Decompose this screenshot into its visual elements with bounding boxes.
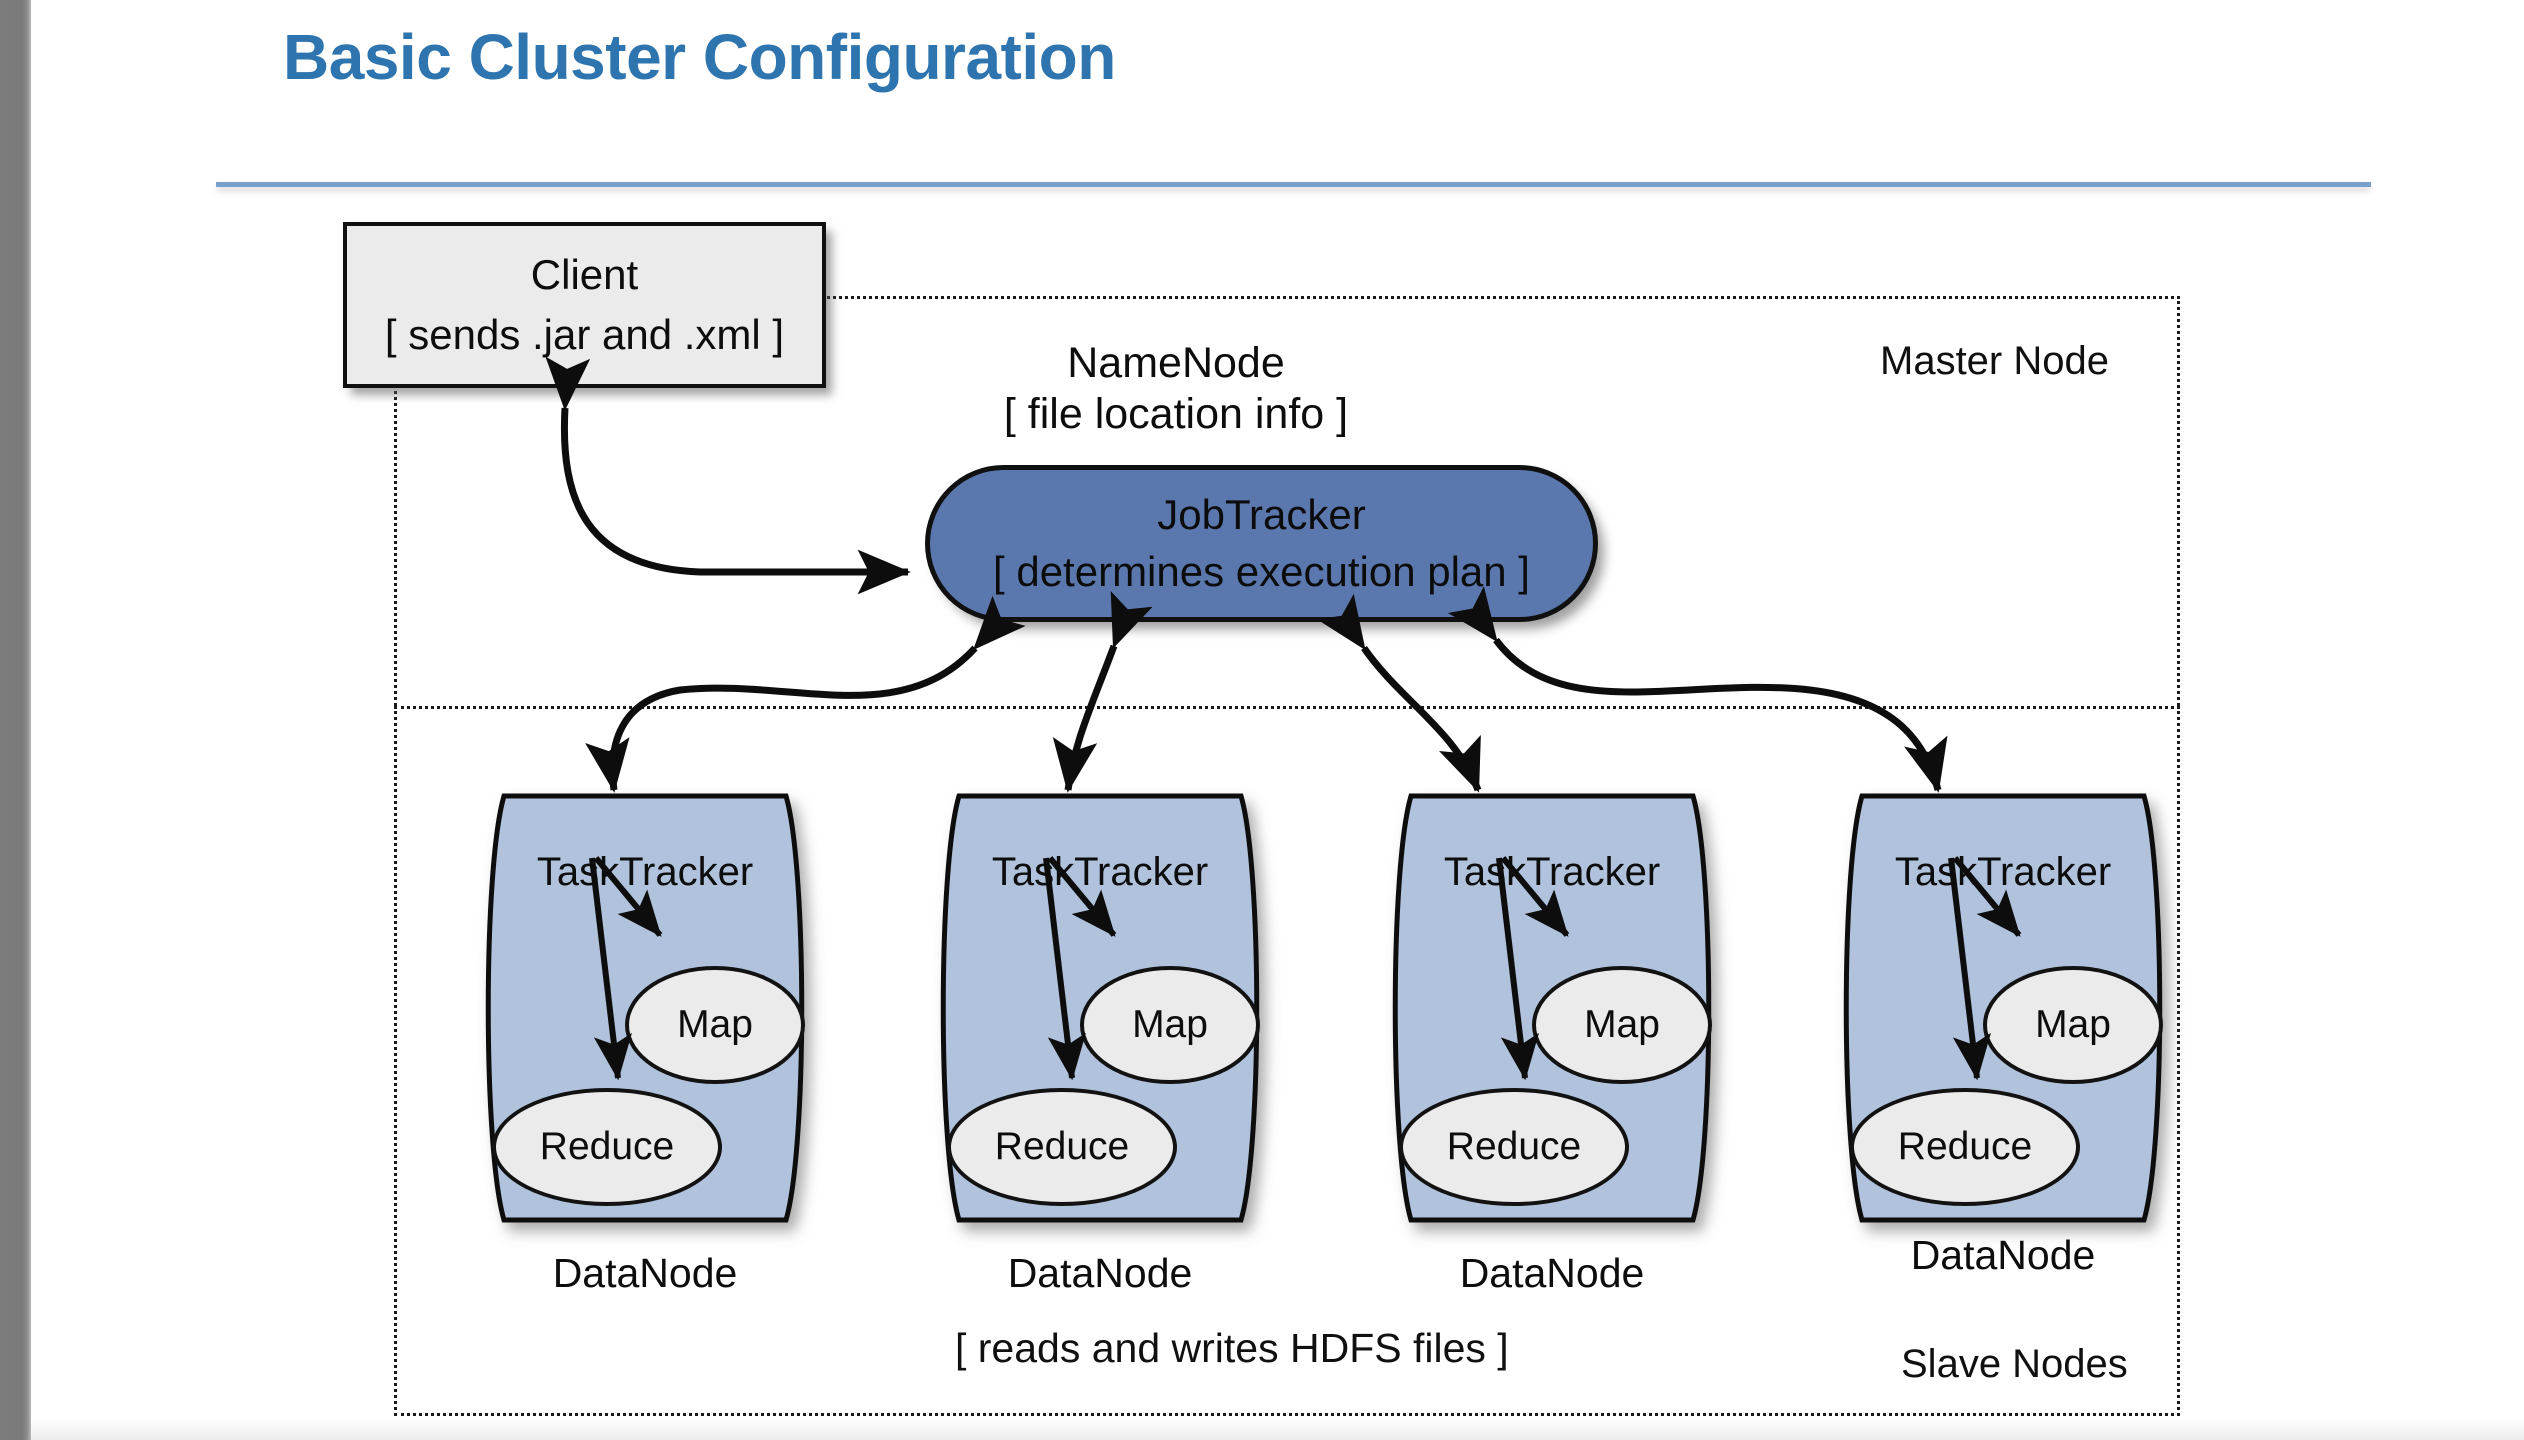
datanode-block[interactable]: TaskTracker Map Reduce DataNode [1377, 788, 1727, 1296]
map-task-ellipse[interactable]: Map [1983, 966, 2163, 1084]
client-node-box[interactable]: Client [ sends .jar and .xml ] [343, 222, 826, 388]
slave-nodes-region [394, 706, 2180, 1416]
hdfs-note-label: [ reads and writes HDFS files ] [955, 1325, 1509, 1371]
datanode-block[interactable]: TaskTracker Map Reduce DataNode [925, 788, 1275, 1296]
master-node-region [394, 296, 2180, 706]
datanode-block[interactable]: TaskTracker Map Reduce DataNode [470, 788, 820, 1296]
reduce-task-ellipse[interactable]: Reduce [1850, 1088, 2080, 1206]
page-title: Basic Cluster Configuration [283, 21, 1116, 93]
slave-nodes-region-label: Slave Nodes [1901, 1342, 2128, 1386]
map-task-ellipse[interactable]: Map [1080, 966, 1260, 1084]
datanode-label: DataNode [1007, 1250, 1193, 1296]
master-node-region-label: Master Node [1880, 339, 2109, 383]
namenode-caption: NameNode [ file location info ] [876, 338, 1476, 439]
title-divider-rule [216, 182, 2371, 187]
bottom-strip [31, 1418, 2524, 1440]
map-task-ellipse[interactable]: Map [625, 966, 805, 1084]
datanode-label: DataNode [552, 1250, 738, 1296]
datanode-label: DataNode [1459, 1250, 1645, 1296]
datanode-label: DataNode [1910, 1232, 2096, 1278]
client-subtitle: [ sends .jar and .xml ] [384, 311, 785, 358]
jobtracker-title: JobTracker [1157, 491, 1366, 539]
reduce-task-ellipse[interactable]: Reduce [492, 1088, 722, 1206]
left-gutter-strip [0, 0, 31, 1440]
reduce-task-ellipse[interactable]: Reduce [947, 1088, 1177, 1206]
jobtracker-node[interactable]: JobTracker [ determines execution plan ] [925, 465, 1598, 622]
client-title: Client [530, 250, 639, 298]
map-task-ellipse[interactable]: Map [1532, 966, 1712, 1084]
reduce-task-ellipse[interactable]: Reduce [1399, 1088, 1629, 1206]
datanode-block[interactable]: TaskTracker Map Reduce DataNode [1828, 788, 2178, 1278]
jobtracker-subtitle: [ determines execution plan ] [993, 547, 1530, 595]
namenode-title: NameNode [1067, 339, 1285, 387]
namenode-subtitle: [ file location info ] [1003, 389, 1349, 438]
